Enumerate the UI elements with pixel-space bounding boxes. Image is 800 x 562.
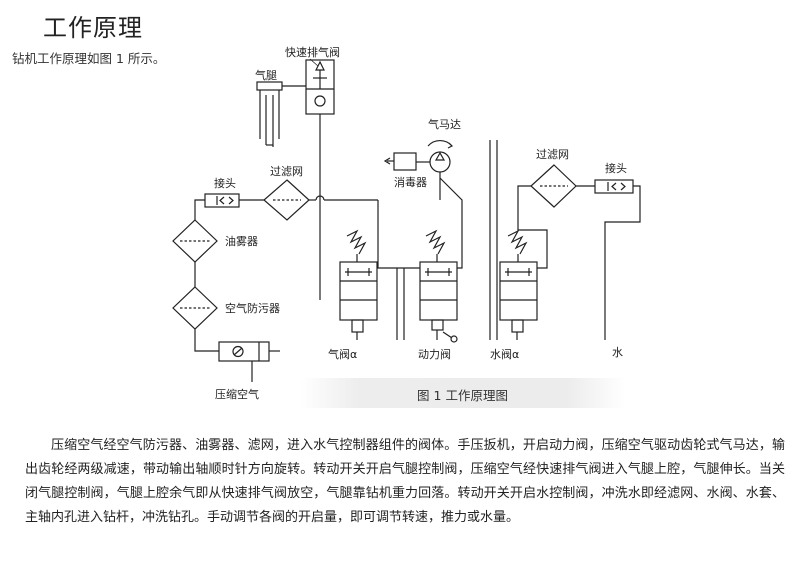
label-air-cleaner: 空气防污器 [225,301,280,315]
water-valve-body [499,229,538,340]
air-motor-symbol [427,140,454,173]
label-filter-left: 过滤网 [270,165,303,178]
right-filter [530,164,577,208]
right-coupling [594,179,634,194]
air-cleaner [172,286,218,330]
intro-text: 钻机工作原理如图 1 所示。 [12,51,166,66]
label-water-valve: 水阀α [490,347,519,361]
label-coupling-left: 接头 [214,177,236,190]
label-silencer: 消毒器 [394,175,427,189]
label-coupling-right: 接头 [605,162,627,175]
label-quick-exhaust: 快速排气阀 [285,45,340,59]
figure-caption: 图 1 工作原理图 [417,388,508,403]
caption-band [300,378,625,408]
left-coupling [204,193,240,208]
quick-exhaust-valve [305,59,335,115]
label-air-motor: 气马达 [428,117,461,131]
power-valve-body [419,229,458,343]
label-lubricator: 油雾器 [225,234,258,248]
label-power-valve: 动力阀 [418,347,451,361]
label-filter-right: 过滤网 [536,148,569,161]
air-valve-body [339,229,378,340]
page-title: 工作原理 [43,14,143,42]
label-air-valve: 气阀α [328,347,357,361]
air-leg-cylinder [256,81,283,147]
label-compressed-air: 压缩空气 [215,387,259,401]
compressed-air-unit [218,341,270,362]
lubricator [172,219,218,263]
description-paragraph: 压缩空气经空气防污器、油雾器、滤网，进入水气控制器组件的阀体。手压扳机，开启动力… [25,438,785,525]
label-water: 水 [612,346,623,359]
silencer-box [383,152,417,171]
label-air-leg: 气腿 [255,68,277,82]
left-filter [263,179,310,221]
